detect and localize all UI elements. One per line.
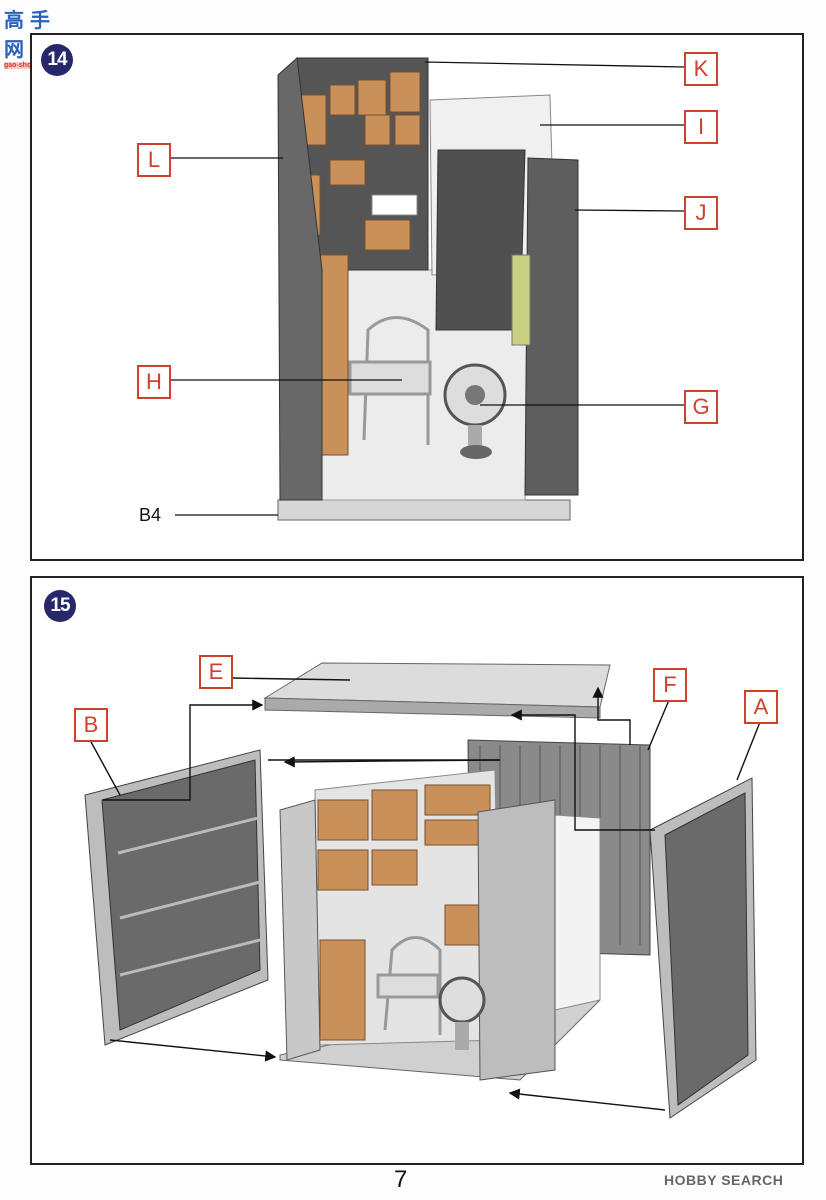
part-label-b4: B4 xyxy=(139,505,162,525)
part-label-a: A xyxy=(744,690,778,724)
part-label-i: I xyxy=(684,110,718,144)
part-label-e: E xyxy=(199,655,233,689)
part-label-h: H xyxy=(137,365,171,399)
part-label-k: K xyxy=(684,52,718,86)
part-label-l: L xyxy=(137,143,171,177)
footer-watermark: HOBBY SEARCH xyxy=(664,1172,784,1188)
part-label-g: G xyxy=(684,390,718,424)
step-number-badge: 15 xyxy=(44,590,76,622)
logo-text: 高手网 xyxy=(4,10,56,61)
page-number: 7 xyxy=(394,1166,408,1193)
part-label-j: J xyxy=(684,196,718,230)
step-number-badge: 14 xyxy=(41,44,73,76)
part-label-f: F xyxy=(653,668,687,702)
part-label-b: B xyxy=(74,708,108,742)
